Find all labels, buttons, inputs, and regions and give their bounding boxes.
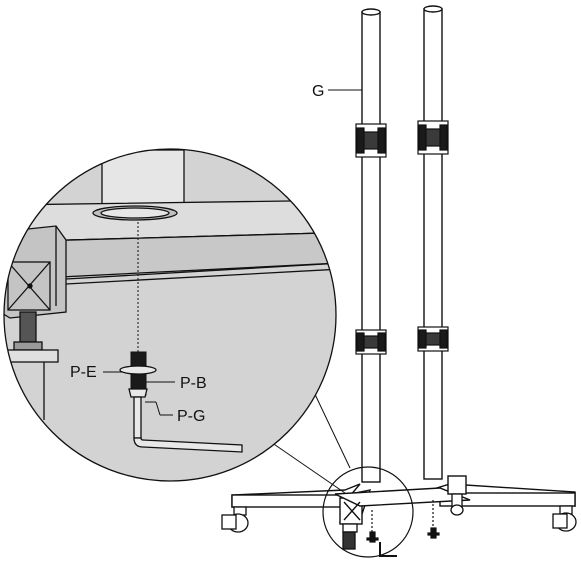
- caster-wheel-back: [450, 493, 464, 516]
- washer-part: [119, 365, 157, 375]
- label-bolt-pb: P-B: [180, 375, 207, 392]
- label-washer-pe: P-E: [70, 364, 97, 381]
- base-bolt-parts: [366, 500, 440, 557]
- stand-post-left: [361, 8, 381, 483]
- callout-circle-small: [322, 466, 414, 558]
- mount-clamp-lower-left: [355, 329, 387, 355]
- leader-lines: [103, 371, 175, 416]
- label-post-g: G: [312, 83, 324, 100]
- detail-callout: [3, 148, 337, 482]
- caster-wheel-left: [221, 506, 249, 533]
- mount-clamp-lower-right: [417, 326, 449, 352]
- label-hexkey-pg: P-G: [177, 408, 205, 425]
- caster-wheel-right: [552, 505, 577, 532]
- mount-clamp-upper-right: [417, 120, 449, 155]
- mount-clamp-upper-left: [355, 123, 387, 158]
- hex-key-part: [128, 388, 243, 453]
- stand-post-right: [423, 5, 443, 480]
- callout-connector-lines: [264, 387, 351, 494]
- stand-base: [231, 475, 576, 525]
- caster-wheel-front: [342, 523, 358, 550]
